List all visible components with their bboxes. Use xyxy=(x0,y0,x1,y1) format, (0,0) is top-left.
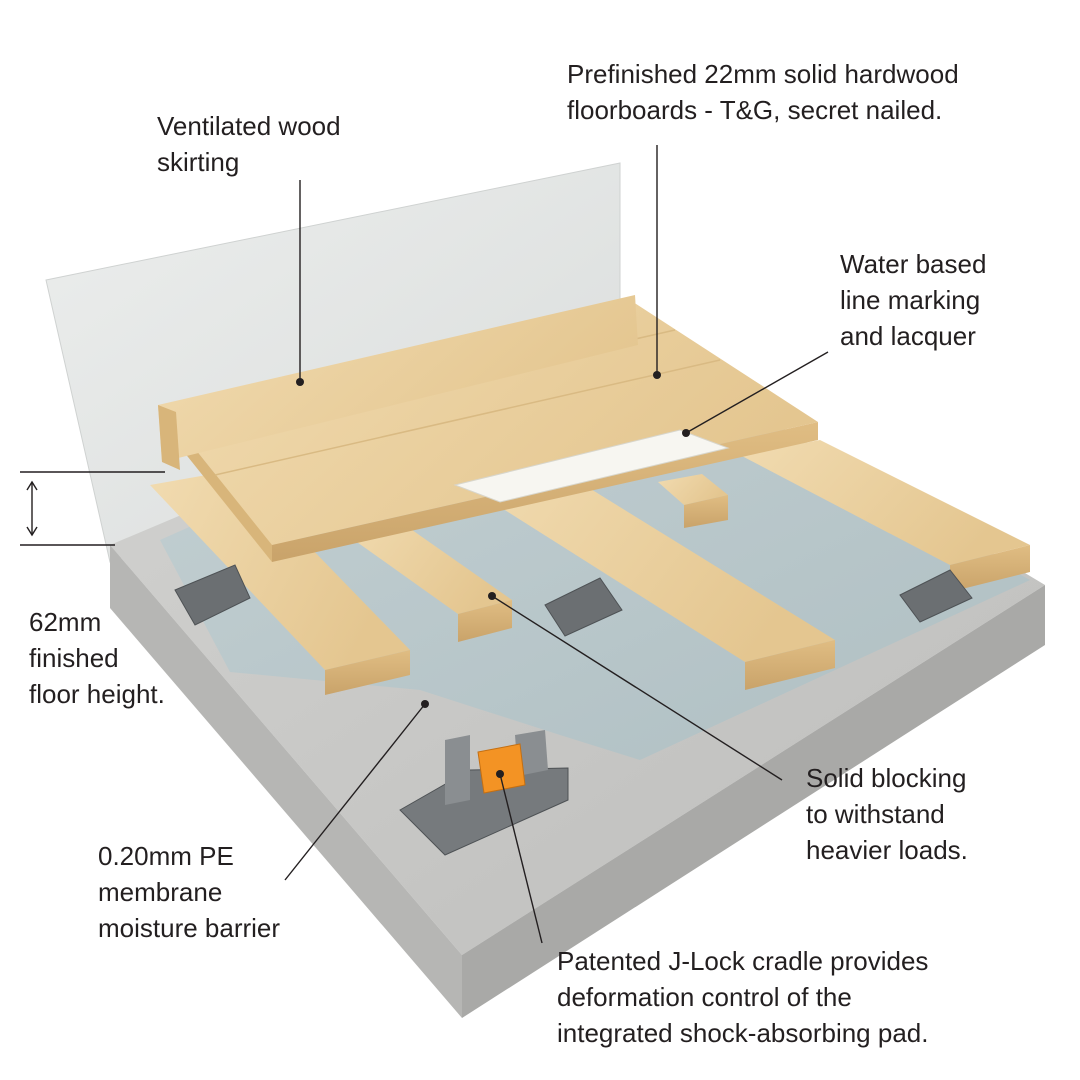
label-line: Patented J-Lock cradle provides xyxy=(557,946,929,976)
label-line: membrane xyxy=(98,877,223,907)
label-line: and lacquer xyxy=(840,321,976,351)
label-line: skirting xyxy=(157,147,240,177)
label-line: 62mm xyxy=(29,607,102,637)
label-line: floor height. xyxy=(29,679,165,709)
skirting-board xyxy=(158,295,638,470)
label-floor-height: 62mm finished floor height. xyxy=(29,604,165,712)
battens xyxy=(150,440,1030,695)
leader-lines xyxy=(20,145,829,944)
label-line: line marking xyxy=(840,285,981,315)
label-line: to withstand xyxy=(806,799,945,829)
leader-dots xyxy=(296,371,690,778)
label-line: Solid blocking xyxy=(806,763,967,793)
label-line: moisture barrier xyxy=(98,913,281,943)
label-line: deformation control of the xyxy=(557,982,852,1012)
label-j-lock-cradle: Patented J-Lock cradle provides deformat… xyxy=(557,943,928,1051)
label-hardwood-floorboards: Prefinished 22mm solid hardwood floorboa… xyxy=(567,56,959,128)
label-line: integrated shock-absorbing pad. xyxy=(557,1018,929,1048)
j-lock-cradle xyxy=(399,730,569,856)
label-line: Prefinished 22mm solid hardwood xyxy=(567,59,959,89)
label-line: heavier loads. xyxy=(806,835,968,865)
cradles xyxy=(174,564,973,637)
label-line: Water based xyxy=(840,249,987,279)
label-line: 0.20mm PE xyxy=(98,841,234,871)
label-line: Ventilated wood xyxy=(157,111,341,141)
line-marking xyxy=(453,429,730,503)
shock-absorbing-pad xyxy=(477,743,526,794)
label-ventilated-skirting: Ventilated wood skirting xyxy=(157,108,341,180)
label-line: floorboards - T&G, secret nailed. xyxy=(567,95,943,125)
label-line-marking: Water based line marking and lacquer xyxy=(840,246,986,354)
label-pe-membrane: 0.20mm PE membrane moisture barrier xyxy=(98,838,280,946)
label-line: finished xyxy=(29,643,119,673)
label-solid-blocking: Solid blocking to withstand heavier load… xyxy=(806,760,968,868)
